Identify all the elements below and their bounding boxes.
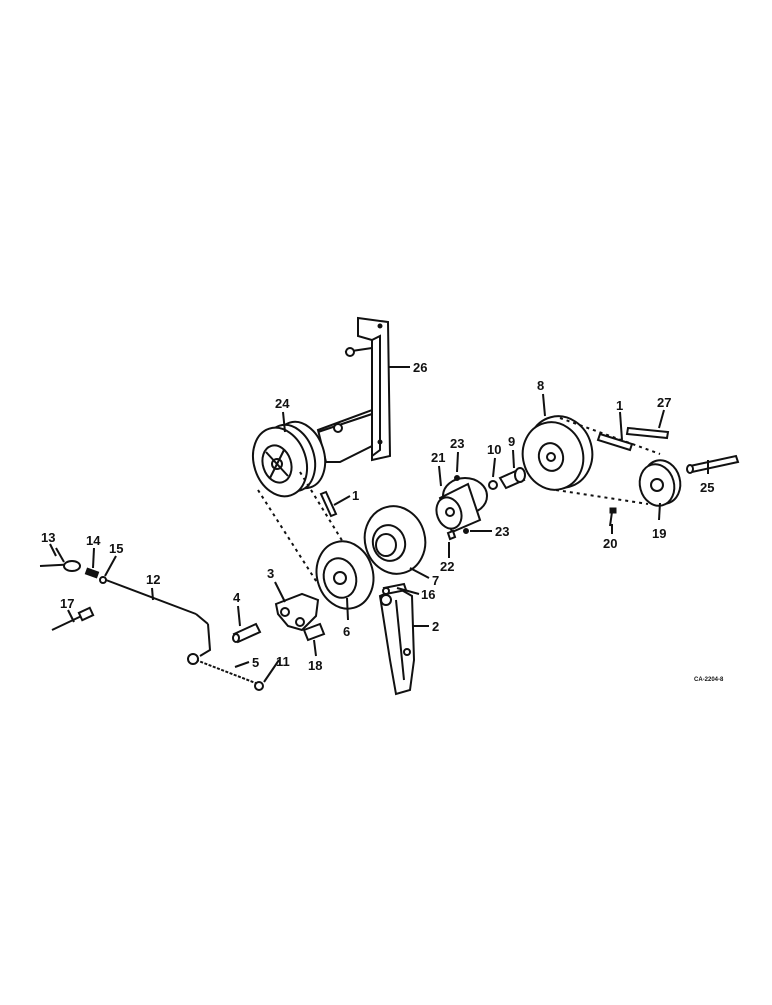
hub-21: [435, 477, 488, 534]
callout-1a: 1: [352, 488, 359, 503]
pulley-half-7: [363, 505, 427, 575]
nut-14: [84, 567, 100, 579]
spring-5: [187, 653, 264, 691]
pin-18: [302, 622, 326, 642]
callout-23b: 23: [495, 524, 509, 539]
callout-2: 2: [432, 619, 439, 634]
pin-4: [232, 622, 262, 644]
mounting-bracket-26: [316, 316, 392, 463]
key-1: [319, 490, 338, 518]
rod-12: [105, 579, 212, 657]
shaft-25: [686, 454, 740, 474]
callout-4: 4: [233, 590, 241, 605]
callout-15: 15: [109, 541, 123, 556]
pulley-6: [315, 540, 375, 610]
callout-27: 27: [657, 395, 671, 410]
pulley-8: [521, 415, 594, 491]
bolt-20: [609, 507, 617, 527]
callout-17: 17: [60, 596, 74, 611]
callout-19: 19: [652, 526, 666, 541]
washer-15: [99, 576, 107, 584]
callout-5: 5: [252, 655, 259, 670]
bolt-9: [498, 467, 526, 490]
callout-11: 11: [276, 654, 290, 669]
bracket-3: [274, 592, 320, 632]
nut-10: [488, 480, 498, 490]
callout-24: 24: [275, 396, 290, 411]
callout-26: 26: [413, 360, 427, 375]
callout-21: 21: [431, 450, 445, 465]
pulley-19: [638, 459, 682, 507]
callout-12: 12: [146, 572, 160, 587]
callout-20: 20: [603, 536, 617, 551]
key-1b: [596, 432, 634, 452]
callout-1b: 1: [616, 398, 623, 413]
key-22: [446, 529, 457, 541]
callout-3: 3: [267, 566, 274, 581]
double-pulley-24: [252, 420, 327, 498]
callout-14: 14: [86, 533, 101, 548]
clip-17: [51, 606, 95, 631]
key-27: [625, 426, 670, 440]
idler-arm-2: [378, 586, 416, 696]
callout-25: 25: [700, 480, 714, 495]
leader-lines: [49, 366, 709, 683]
callout-16: 16: [421, 587, 435, 602]
handle-13: [39, 547, 81, 572]
set-screw-23a: [454, 475, 460, 481]
callout-7: 7: [432, 573, 439, 588]
callout-9: 9: [508, 434, 515, 449]
diagram-code: CA-2204-8: [694, 677, 724, 683]
callout-6: 6: [343, 624, 350, 639]
set-screw-23b: [463, 528, 469, 534]
callout-10: 10: [487, 442, 501, 457]
callout-18: 18: [308, 658, 322, 673]
callout-8: 8: [537, 378, 544, 393]
callout-13: 13: [41, 530, 55, 545]
callout-23a: 23: [450, 436, 464, 451]
callout-22: 22: [440, 559, 454, 574]
